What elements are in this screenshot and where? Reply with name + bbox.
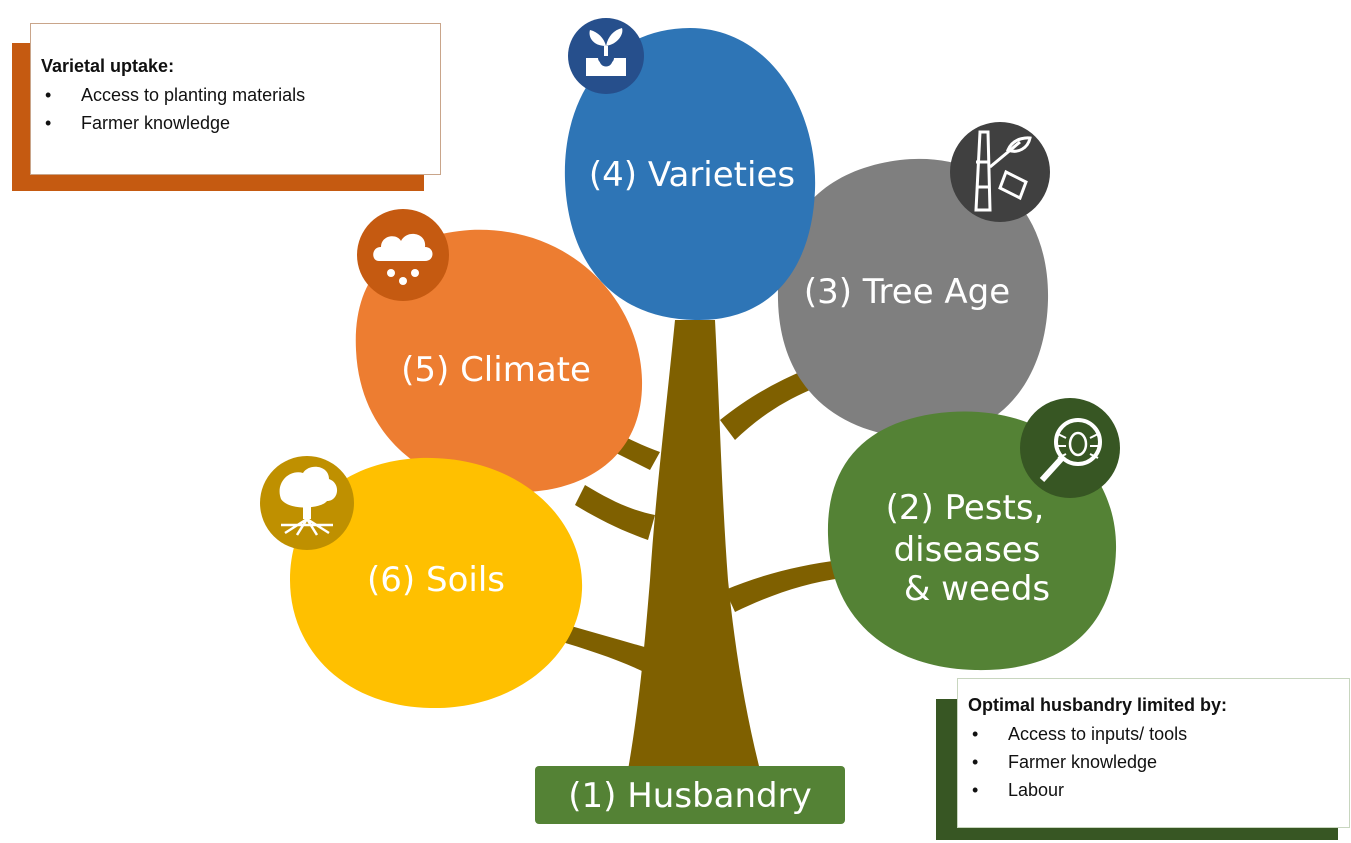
bug-magnifier-icon	[1020, 398, 1120, 498]
tree-roots-icon	[260, 456, 354, 550]
pests-label-line-1: (2) Pests,	[886, 488, 1045, 528]
husbandry-label: (1) Husbandry	[568, 776, 811, 816]
tree-trunk-icon	[950, 122, 1050, 222]
blob-soils	[290, 457, 583, 709]
list-item: Access to inputs/ tools	[968, 720, 1339, 748]
climate-label: (5) Climate	[401, 350, 591, 390]
blob-varieties	[564, 28, 816, 321]
varietal-note-title: Varietal uptake:	[41, 56, 175, 76]
list-item: Farmer knowledge	[41, 109, 430, 137]
tree-age-label: (3) Tree Age	[804, 272, 1010, 312]
list-item: Farmer knowledge	[968, 748, 1339, 776]
tree-trunk	[550, 320, 842, 770]
blob-climate	[355, 229, 643, 493]
soils-label: (6) Soils	[367, 560, 505, 600]
list-item: Labour	[968, 776, 1339, 804]
husbandry-note: Optimal husbandry limited by: Access to …	[957, 678, 1350, 828]
pests-label-line-3: & weeds	[904, 569, 1050, 609]
husbandry-box	[535, 766, 845, 824]
varieties-label: (4) Varieties	[589, 155, 795, 195]
varietal-note-list: Access to planting materials Farmer know…	[41, 81, 430, 137]
list-item: Access to planting materials	[41, 81, 430, 109]
seedling-icon	[568, 18, 644, 94]
husbandry-note-title: Optimal husbandry limited by:	[968, 695, 1228, 715]
husbandry-note-list: Access to inputs/ tools Farmer knowledge…	[968, 720, 1339, 804]
rain-cloud-icon	[357, 209, 449, 301]
blob-tree-age	[777, 158, 1049, 439]
pests-label-line-2: diseases	[894, 530, 1041, 570]
varietal-note: Varietal uptake: Access to planting mate…	[30, 23, 441, 175]
